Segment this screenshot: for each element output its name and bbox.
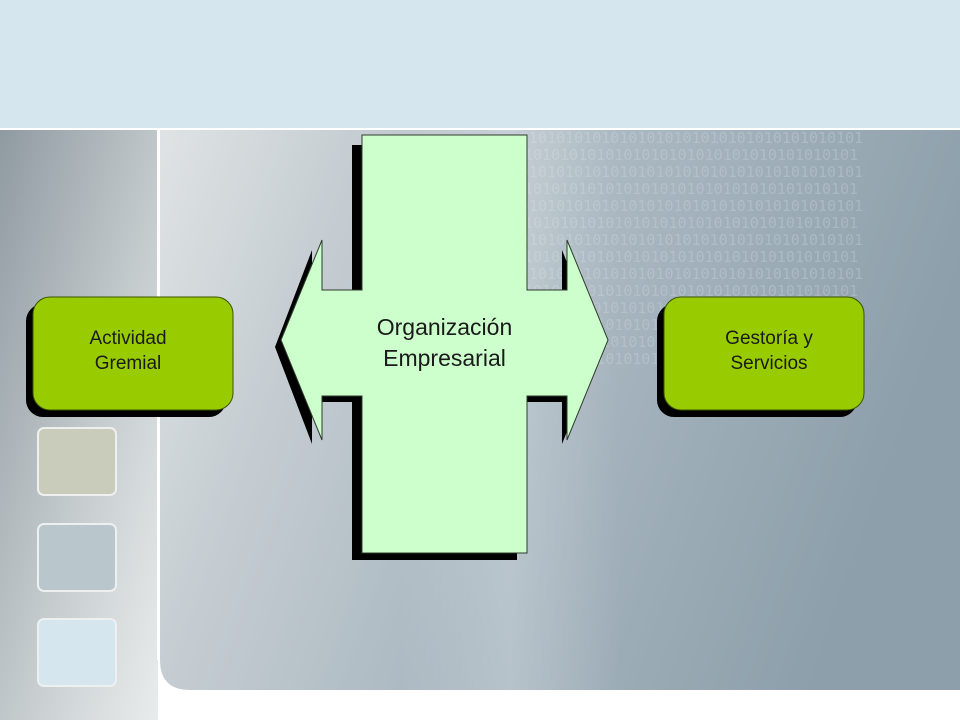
binary-row: 01010101010101010101010101010101010101	[520, 197, 863, 215]
binary-row: 01010101010101010101010101010101010101	[520, 231, 863, 249]
swatch-3	[37, 618, 117, 687]
binary-row: 01010101010101010101010101010101010101	[515, 248, 858, 266]
swatch-2	[37, 523, 117, 592]
swatch-1	[37, 427, 117, 496]
right-box	[663, 296, 865, 411]
binary-row: 01010101010101010101010101010101010101	[515, 146, 858, 164]
right-box-label: Gestoría y Servicios	[725, 328, 813, 374]
center-label: Organización Empresarial	[376, 314, 513, 371]
top-band	[0, 0, 960, 128]
left-box-label: Actividad Gremial	[89, 328, 167, 374]
binary-row: 01010101010101010101010101010101010101	[520, 129, 863, 147]
binary-row: 01010101010101010101010101010101010101	[515, 214, 858, 232]
binary-row: 01010101010101010101010101010101010101	[515, 282, 858, 300]
center-double-arrow	[280, 134, 609, 554]
binary-row: 01010101010101010101010101010101010101	[515, 180, 858, 198]
left-box	[32, 296, 234, 411]
binary-row: 01010101010101010101010101010101010101	[520, 163, 863, 181]
binary-row: 01010101010101010101010101010101010101	[520, 265, 863, 283]
